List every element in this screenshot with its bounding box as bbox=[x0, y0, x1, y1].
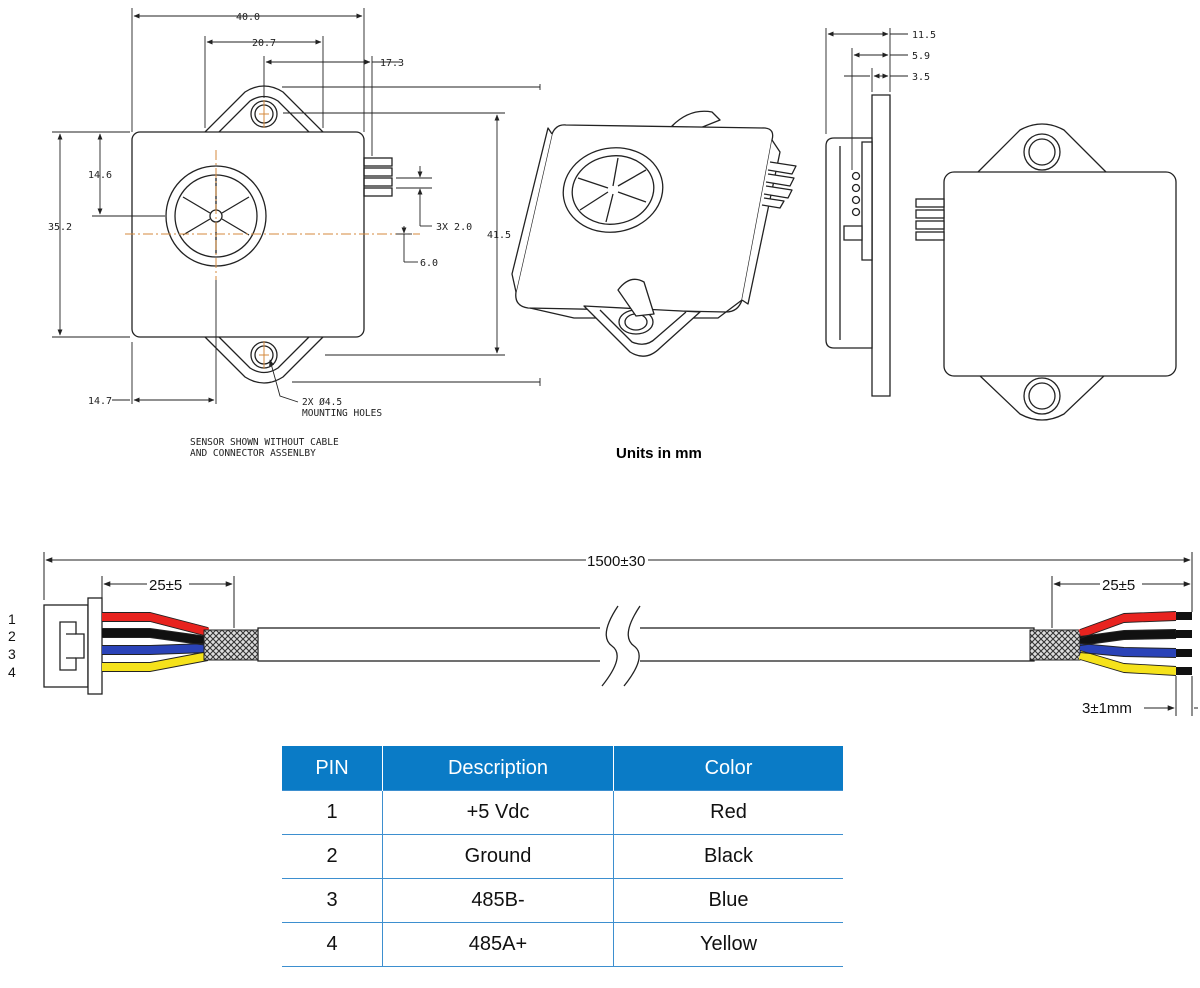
pin-label-4: 4 bbox=[8, 664, 16, 680]
cable-tip-length: 3±1mm bbox=[1082, 700, 1132, 717]
cable-total-length: 1500±30 bbox=[587, 553, 645, 570]
dim-pin-pitch: 3X 2.0 bbox=[436, 222, 472, 233]
pin-label-3: 3 bbox=[8, 646, 16, 662]
dim-depth-body: 5.9 bbox=[912, 51, 930, 62]
dim-hole-x: 14.7 bbox=[88, 396, 112, 407]
cell-pin: 3 bbox=[282, 878, 383, 923]
wire-right-yellow bbox=[1078, 650, 1177, 676]
dim-connector-offset: 17.3 bbox=[380, 58, 404, 69]
dim-body-height: 35.2 bbox=[48, 222, 72, 233]
dim-depth-overall: 11.5 bbox=[912, 30, 936, 41]
wire-left-black bbox=[102, 628, 209, 646]
cell-color: Yellow bbox=[613, 922, 843, 967]
wire-right-black bbox=[1079, 629, 1177, 646]
cable-left-strip: 25±5 bbox=[149, 577, 182, 594]
cell-pin: 2 bbox=[282, 834, 383, 879]
wire-left-red bbox=[102, 612, 210, 637]
cell-pin: 1 bbox=[282, 790, 383, 835]
wire-right-blue bbox=[1079, 643, 1177, 658]
table-row: 1 +5 Vdc Red bbox=[282, 790, 843, 835]
dim-pin-offset: 6.0 bbox=[420, 258, 438, 269]
hole-note-1: 2X Ø4.5 bbox=[302, 397, 342, 408]
cell-color: Red bbox=[613, 790, 843, 835]
cell-color: Blue bbox=[613, 878, 843, 923]
cell-color: Black bbox=[613, 834, 843, 879]
dim-center-height: 14.6 bbox=[88, 170, 112, 181]
table-row: 4 485A+ Yellow bbox=[282, 922, 843, 967]
sensor-note-2: AND CONNECTOR ASSENLBY bbox=[190, 448, 316, 459]
mechanical-drawing: 40.0 20.7 17.3 14.6 35.2 41.5 3X 2.0 6.0… bbox=[8, 8, 1198, 717]
header-pin: PIN bbox=[282, 746, 383, 791]
cell-description: 485A+ bbox=[382, 922, 614, 967]
cell-description: +5 Vdc bbox=[382, 790, 614, 835]
rear-view bbox=[915, 123, 1177, 421]
dim-overall-height: 41.5 bbox=[487, 230, 511, 241]
pinout-table: PIN Description Color 1 +5 Vdc Red 2 Gro… bbox=[282, 746, 843, 967]
pin-label-2: 2 bbox=[8, 628, 16, 644]
dim-hole-offset: 20.7 bbox=[252, 38, 276, 49]
header-color: Color bbox=[613, 746, 843, 791]
sensor-note-1: SENSOR SHOWN WITHOUT CABLE bbox=[190, 437, 339, 448]
cable-right-strip: 25±5 bbox=[1102, 577, 1135, 594]
side-view bbox=[825, 94, 891, 397]
cable-assembly: 1500±30 25±5 25±5 3±1mm bbox=[8, 550, 1198, 717]
wire-left-yellow bbox=[102, 651, 209, 672]
cell-pin: 4 bbox=[282, 922, 383, 967]
pinout-header-row: PIN Description Color bbox=[282, 746, 843, 791]
dim-depth-flange: 3.5 bbox=[912, 72, 930, 83]
table-row: 3 485B- Blue bbox=[282, 878, 843, 923]
units-label: Units in mm bbox=[616, 445, 702, 462]
table-row: 2 Ground Black bbox=[282, 834, 843, 879]
wire-left-blue bbox=[102, 643, 209, 655]
pin-label-1: 1 bbox=[8, 611, 16, 627]
cell-description: Ground bbox=[382, 834, 614, 879]
hole-note-2: MOUNTING HOLES bbox=[302, 408, 382, 419]
isometric-view bbox=[511, 110, 797, 357]
dim-width: 40.0 bbox=[236, 12, 260, 23]
header-description: Description bbox=[382, 746, 614, 791]
cell-description: 485B- bbox=[382, 878, 614, 923]
wire-right-red bbox=[1078, 611, 1177, 639]
